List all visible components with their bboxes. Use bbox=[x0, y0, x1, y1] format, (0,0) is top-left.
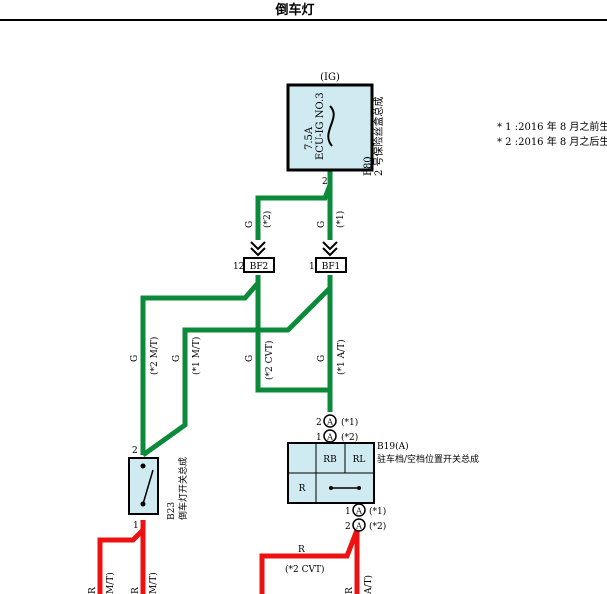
power-source-label: (IG) bbox=[320, 72, 340, 83]
fuse-name: ECU-IG NO.3 bbox=[315, 92, 326, 160]
wire-b19-cvt bbox=[259, 529, 360, 594]
b19-name: 驻车档/空档位置开关总成 bbox=[377, 453, 479, 465]
connector-bf2-label: BF2 bbox=[250, 262, 269, 272]
wire-bf2-cvt bbox=[255, 283, 330, 393]
wire-color-r: R bbox=[345, 587, 355, 594]
wire-note-mt: M/T) bbox=[105, 572, 116, 594]
wire-color-g: G bbox=[172, 355, 182, 362]
wire-bf2-to-b23 bbox=[140, 275, 261, 455]
wire-note-1-mt: (*1 M/T) bbox=[191, 337, 202, 375]
wire-color-r: R bbox=[131, 587, 141, 594]
wire-note-2-cvt: (*2 CVT) bbox=[285, 564, 325, 575]
fuse-pin-label: 2 bbox=[322, 177, 328, 187]
wire-bf1-mt bbox=[141, 275, 333, 458]
wire-b23-branch bbox=[97, 528, 145, 594]
connector-a-letter: A bbox=[355, 522, 362, 531]
red-wires bbox=[97, 520, 360, 594]
note-1: * 1 :2016 年 8 月之前生 bbox=[497, 120, 607, 133]
b23-name: 倒车灯开关总成 bbox=[177, 457, 189, 520]
b23-pin-2: 2 bbox=[132, 446, 138, 456]
pin-star1-label: (*1) bbox=[369, 506, 386, 517]
connector-bf2-pin: 12 bbox=[233, 262, 244, 272]
wire-color-g: G bbox=[245, 355, 255, 362]
wire-note-2: (*2) bbox=[262, 211, 273, 228]
connector-bf2 bbox=[243, 257, 275, 273]
wire-note-mt: M/T) bbox=[148, 572, 159, 594]
wire-color-g: G bbox=[317, 221, 327, 228]
pin-2-label: 2 bbox=[316, 418, 322, 428]
wire-note-at: A/T) bbox=[363, 575, 374, 594]
pin-1-label: 1 bbox=[316, 433, 322, 443]
chevron-down-icon bbox=[250, 241, 338, 257]
wire-color-r: R bbox=[298, 545, 305, 555]
switch-contact-icon bbox=[329, 486, 361, 490]
wire-color-g: G bbox=[317, 355, 327, 362]
fuse-rating: 7.5A bbox=[304, 126, 315, 150]
connector-a-letter: A bbox=[326, 418, 333, 427]
wire-note-1: (*1) bbox=[335, 211, 346, 228]
connector-a-circle bbox=[352, 518, 366, 532]
pin-1-label: 1 bbox=[345, 507, 351, 517]
connector-bf1-pin: 1 bbox=[309, 262, 315, 272]
fuse-assembly: 2 号保险丝盒总成 bbox=[372, 96, 385, 176]
wire-note-2-mt: (*2 M/T) bbox=[149, 337, 160, 375]
page-title: 倒车灯 bbox=[274, 2, 314, 18]
b23-pin-1: 1 bbox=[133, 521, 139, 531]
connector-bf1 bbox=[315, 257, 347, 273]
b19-code: B19(A) bbox=[377, 441, 409, 452]
wire-color-g: G bbox=[130, 355, 140, 362]
switch-rl-label: RL bbox=[353, 455, 366, 465]
switch-r-label: R bbox=[299, 484, 306, 494]
wire-note-2-cvt: (*2 CVT) bbox=[264, 341, 275, 381]
connector-bf1-label: BF1 bbox=[322, 262, 341, 272]
connector-a-circle bbox=[323, 414, 337, 428]
pin-star2-label: (*2) bbox=[369, 521, 386, 532]
wire-fuse-to-bf2 bbox=[255, 170, 333, 240]
switch-contact-icon bbox=[140, 463, 154, 507]
fuse-icon bbox=[327, 105, 335, 147]
connector-a-letter: A bbox=[355, 507, 362, 516]
b23-code: B23 bbox=[167, 502, 177, 520]
wire-color-g: G bbox=[245, 221, 255, 228]
note-2: * 2 :2016 年 8 月之后生 bbox=[497, 135, 607, 148]
wire-color-r: R bbox=[88, 587, 98, 594]
green-wires bbox=[140, 170, 333, 458]
connector-a-letter: A bbox=[326, 433, 333, 442]
pin-star2-label: (*2) bbox=[341, 432, 358, 443]
pin-2-label: 2 bbox=[345, 522, 351, 532]
pin-star1-label: (*1) bbox=[341, 417, 358, 428]
connector-a-circle bbox=[352, 503, 366, 517]
wire-note-1-at: (*1 A/T) bbox=[336, 339, 347, 375]
fuse-code: F80 bbox=[363, 156, 374, 176]
switch-rb-label: RB bbox=[323, 455, 337, 465]
